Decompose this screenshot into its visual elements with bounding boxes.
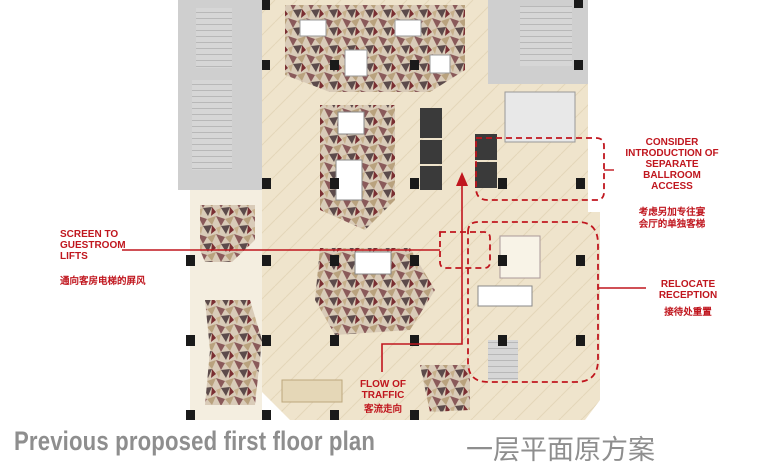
ballroom-zh-line-1: 考虑另加专往宴 bbox=[638, 207, 706, 218]
bar-counter bbox=[335, 159, 363, 201]
screen-line-2: GUESTROOM bbox=[60, 240, 126, 251]
central-lounge-feature bbox=[354, 251, 392, 275]
ballroom-line-3: SEPARATE bbox=[645, 159, 699, 170]
screen-annotation: SCREEN TO GUESTROOM LIFTS bbox=[60, 229, 180, 262]
central-lounge-carpet bbox=[315, 248, 435, 335]
ballroom-line-4: BALLROOM bbox=[643, 170, 701, 181]
stair-left bbox=[196, 8, 232, 68]
left-wing-carpet-lower bbox=[205, 300, 262, 405]
traffic-line-2: TRAFFIC bbox=[361, 390, 405, 401]
ballroom-line-2: INTRODUCTION OF bbox=[625, 148, 719, 159]
top-lounge-table-3 bbox=[394, 19, 422, 37]
reception-line-1: RELOCATE bbox=[660, 279, 716, 290]
lift-shaft-5 bbox=[475, 162, 497, 188]
ballroom-access-outline bbox=[475, 137, 605, 201]
top-lounge-carpet bbox=[285, 5, 465, 92]
reception-annotation: RELOCATE RECEPTION bbox=[640, 279, 736, 301]
lift-lobby-room bbox=[504, 91, 576, 143]
traffic-annotation: FLOW OF TRAFFIC bbox=[348, 379, 418, 401]
reception-desk bbox=[477, 285, 533, 307]
ballroom-line-1: CONSIDER bbox=[645, 137, 699, 148]
ballroom-line-5: ACCESS bbox=[651, 181, 693, 192]
page-title-zh: 一层平面原方案 bbox=[466, 435, 655, 466]
screen-line-1: SCREEN TO bbox=[60, 229, 119, 240]
bottom-lounge-carpet bbox=[420, 365, 470, 412]
reception-annotation-zh: 接待处重置 bbox=[664, 307, 712, 318]
top-lounge-table-4 bbox=[429, 54, 451, 74]
left-wing-carpet-upper bbox=[200, 205, 255, 262]
bar-table bbox=[337, 111, 365, 135]
top-lounge-table-1 bbox=[299, 19, 327, 37]
lift-shaft-3 bbox=[420, 166, 442, 190]
lift-shaft-4 bbox=[475, 134, 497, 160]
stair-left-2 bbox=[192, 80, 232, 170]
lift-shaft-2 bbox=[420, 140, 442, 164]
top-lounge-table-2 bbox=[344, 49, 368, 77]
ballroom-annotation: CONSIDER INTRODUCTION OF SEPARATE BALLRO… bbox=[606, 137, 738, 192]
reception-line-2: RECEPTION bbox=[658, 290, 718, 301]
screen-line-3: LIFTS bbox=[60, 251, 88, 262]
traffic-annotation-zh: 客流走向 bbox=[363, 404, 402, 415]
page-title: Previous proposed first floor plan bbox=[14, 426, 376, 456]
ballroom-zh-line-2: 会厅的单独客梯 bbox=[638, 219, 706, 230]
screen-outline bbox=[439, 231, 491, 269]
reception-outline bbox=[467, 221, 599, 383]
structural-columns bbox=[186, 0, 585, 420]
bottom-bench bbox=[281, 379, 343, 403]
reception-stair bbox=[488, 340, 518, 380]
traffic-line-1: FLOW OF bbox=[359, 379, 407, 390]
traffic-flow-arrow bbox=[381, 182, 463, 372]
stair-right bbox=[520, 6, 572, 66]
lift-shaft-1 bbox=[420, 108, 442, 138]
traffic-arrow-head bbox=[456, 172, 468, 186]
ballroom-annotation-zh: 考虑另加专往宴 会厅的单独客梯 bbox=[606, 207, 738, 231]
screen-annotation-zh: 通向客房电梯的屏风 bbox=[60, 276, 146, 287]
